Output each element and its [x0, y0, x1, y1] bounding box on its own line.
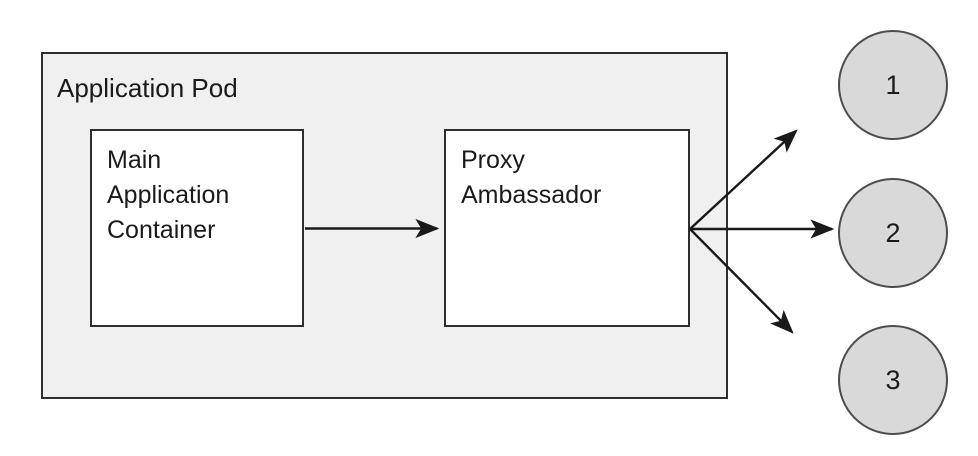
arrow-proxy-to-endpoint-3: [689, 228, 794, 334]
proxy-ambassador-container-box: Proxy Ambassador: [444, 129, 690, 327]
arrow-proxy-to-endpoint-1: [689, 129, 798, 230]
endpoint-circle-3-label: 3: [885, 364, 901, 395]
endpoint-circle-2-label: 2: [885, 217, 901, 248]
endpoint-circle-1-label: 1: [885, 69, 901, 100]
endpoint-circle-3: 3: [838, 325, 948, 435]
endpoint-circle-2: 2: [838, 178, 948, 288]
application-pod-label: Application Pod: [57, 73, 238, 103]
main-application-container-label: Main Application Container: [107, 146, 230, 244]
endpoint-circle-1: 1: [838, 30, 948, 140]
main-application-container-box: Main Application Container: [90, 129, 304, 327]
proxy-ambassador-container-label: Proxy Ambassador: [461, 146, 602, 209]
